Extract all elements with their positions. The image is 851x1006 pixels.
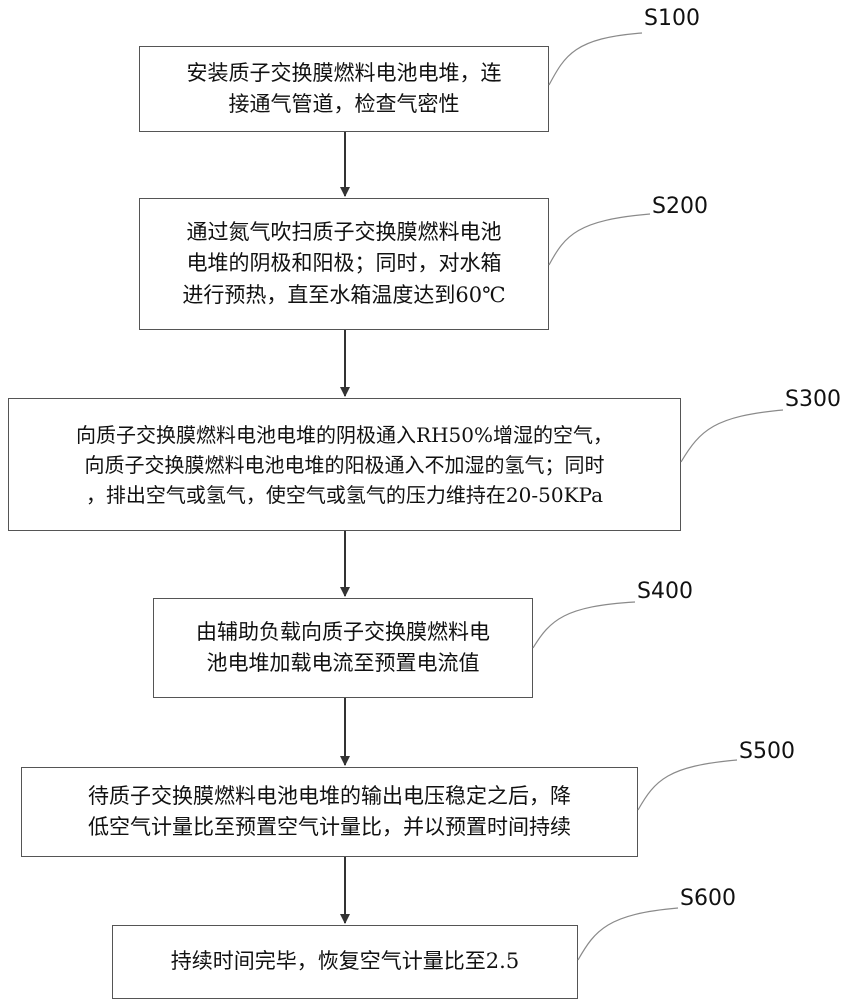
leader-curve-s200 [549,214,650,265]
leader-curve-s400 [533,602,635,648]
leader-curve-s300 [681,410,783,462]
leader-curve-s600 [578,908,678,960]
leader-curve-s500 [638,760,737,810]
leader-curve-s100 [549,33,642,85]
